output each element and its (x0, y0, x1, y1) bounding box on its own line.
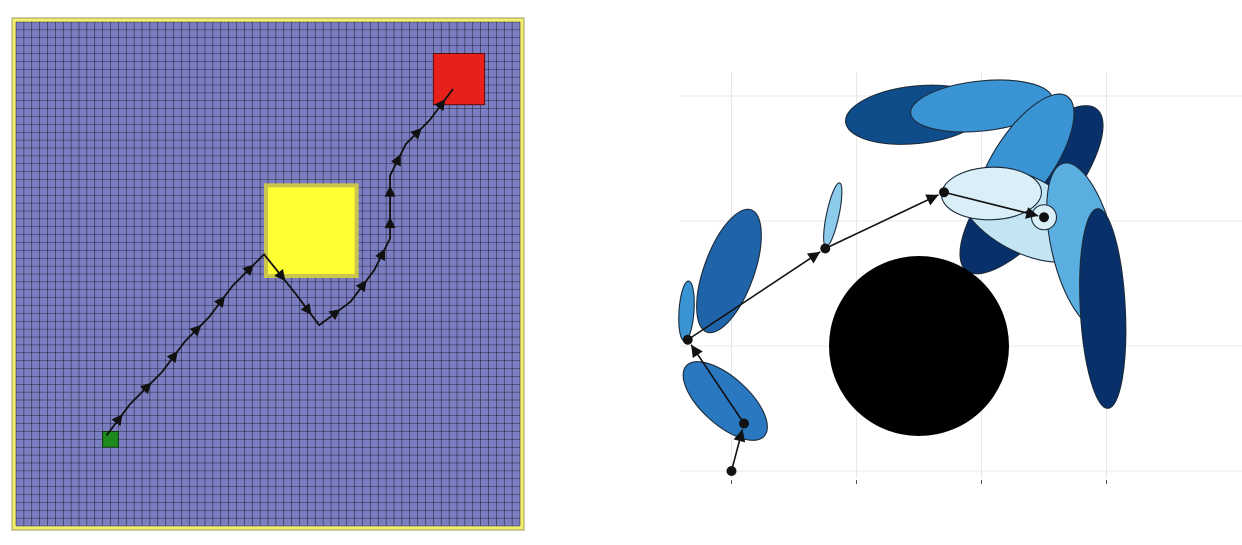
obstacle-region (268, 187, 355, 274)
path-waypoint (820, 243, 831, 254)
covariance-ellipses (678, 79, 1127, 441)
path-segment (690, 344, 745, 424)
path-arrow (189, 324, 202, 337)
grid-world-plot (11, 17, 525, 531)
covariance-ellipse (682, 361, 768, 441)
path-waypoint (726, 466, 737, 476)
path-segment (687, 251, 821, 341)
covariance-ellipse (1079, 208, 1127, 409)
path-segment (824, 194, 939, 250)
covariance-ellipse (823, 182, 843, 248)
path-arrow (1025, 207, 1039, 219)
path-waypoint (1039, 212, 1049, 223)
covariance-ellipse (696, 208, 762, 334)
belief-path (682, 187, 1049, 476)
path-waypoint (682, 334, 693, 345)
path-arrow (214, 295, 226, 308)
path-arrow (925, 194, 939, 206)
path-waypoint (739, 418, 749, 429)
path-arrow (390, 154, 401, 167)
path-arrow (434, 99, 446, 112)
path-arrow (384, 217, 396, 229)
covariance-ellipse (678, 280, 695, 342)
path-segment (943, 191, 1039, 217)
belief-space-plot (678, 72, 1242, 484)
path-arrow (355, 280, 367, 293)
belief-space-panel (660, 0, 1242, 545)
goal-region (432, 53, 486, 106)
path-arrow (111, 414, 123, 427)
path-waypoint (939, 187, 949, 198)
path-arrow (166, 351, 178, 364)
path-arrow (733, 429, 746, 443)
path-arrow (274, 269, 286, 282)
path-arrow (328, 309, 341, 321)
start-region (102, 431, 119, 448)
path-arrow (410, 127, 422, 140)
grid-world-panel (0, 0, 540, 545)
path-arrow (384, 185, 396, 197)
planned-path (105, 88, 454, 436)
circular-obstacle (829, 256, 1009, 436)
path-arrow (375, 248, 386, 261)
path-arrow (806, 251, 821, 264)
path-arrow (242, 264, 254, 277)
path-arrow (300, 303, 312, 316)
path-arrow (139, 382, 152, 395)
grid-lines (15, 21, 521, 527)
path-arrow (691, 344, 703, 359)
